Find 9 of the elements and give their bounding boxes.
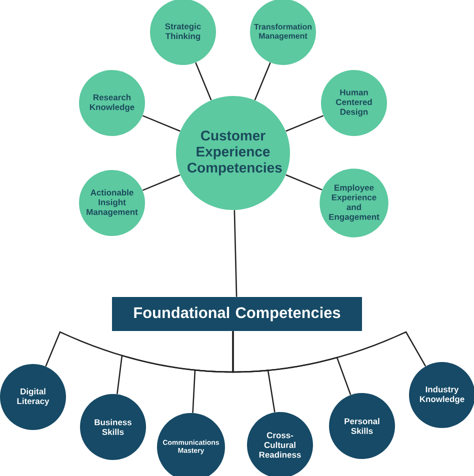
connector-line [232,331,426,373]
connector-line [142,174,180,191]
connector-line [286,115,324,132]
title-banner: Foundational Competencies [112,297,362,331]
connector-line [142,115,180,132]
connector-line [254,62,271,100]
connector-line [234,210,238,297]
connector-line [195,62,212,100]
connector-line [286,174,322,190]
